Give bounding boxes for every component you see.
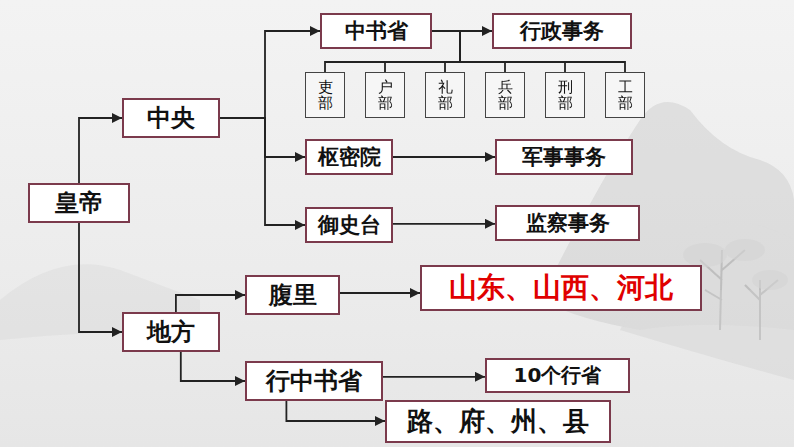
- node-label: 腹里: [269, 279, 317, 311]
- ministry-box: 兵部: [485, 72, 525, 118]
- emperor-box: 皇帝: [28, 183, 130, 223]
- region-box: 腹里: [245, 275, 340, 315]
- connector-arrow: [176, 295, 245, 312]
- count-box: 10个行省: [485, 358, 630, 393]
- node-label: 军事事务: [522, 143, 606, 171]
- node-label: 刑部: [558, 79, 573, 112]
- ministry-box: 礼部: [425, 72, 465, 118]
- node-label: 吏部: [318, 79, 333, 112]
- ministry-box: 刑部: [545, 72, 585, 118]
- node-label: 中央: [147, 102, 195, 134]
- connector-arrow: [79, 118, 122, 183]
- connector-arrow: [79, 223, 122, 332]
- node-label: 监察事务: [526, 209, 610, 237]
- node-label: 路、府、州、县: [407, 404, 589, 439]
- node-label: 地方: [147, 316, 195, 348]
- central-box: 中央: [122, 98, 220, 138]
- task-box: 监察事务: [495, 205, 640, 241]
- bureau-box: 枢密院: [305, 139, 393, 175]
- connector-arrow: [393, 223, 495, 225]
- ministry-box: 工部: [605, 72, 645, 118]
- connector-arrow: [286, 401, 385, 421]
- bureau-box: 御史台: [305, 207, 393, 243]
- node-label: 兵部: [498, 79, 513, 112]
- node-label: 10个行省: [514, 362, 602, 389]
- division-box: 路、府、州、县: [385, 400, 611, 443]
- region-list-box: 山东、山西、河北: [420, 265, 702, 311]
- node-label: 户部: [378, 79, 393, 112]
- node-label: 枢密院: [318, 143, 381, 171]
- ministry-box: 吏部: [305, 72, 345, 118]
- node-label: 行政事务: [520, 17, 604, 45]
- connector-arrow: [181, 352, 245, 381]
- ministry-box: 户部: [365, 72, 405, 118]
- connector-arrow: [340, 292, 420, 294]
- node-label: 礼部: [438, 79, 453, 112]
- local-box: 地方: [122, 312, 220, 352]
- node-label: 工部: [618, 79, 633, 112]
- connector-arrow: [383, 376, 485, 378]
- connector-arrow: [432, 31, 460, 72]
- node-label: 行中书省: [266, 365, 362, 397]
- connector-arrow: [220, 118, 305, 157]
- node-label: 皇帝: [55, 187, 103, 219]
- node-label: 中书省: [345, 17, 408, 45]
- task-box: 军事事务: [495, 139, 633, 175]
- node-label: 御史台: [318, 211, 381, 239]
- secretariat-box: 中书省: [320, 13, 432, 49]
- connector-arrow: [220, 118, 305, 225]
- node-label: 山东、山西、河北: [449, 269, 673, 307]
- province-box: 行中书省: [245, 361, 383, 401]
- task-box: 行政事务: [492, 13, 632, 49]
- connector-arrow: [393, 156, 495, 158]
